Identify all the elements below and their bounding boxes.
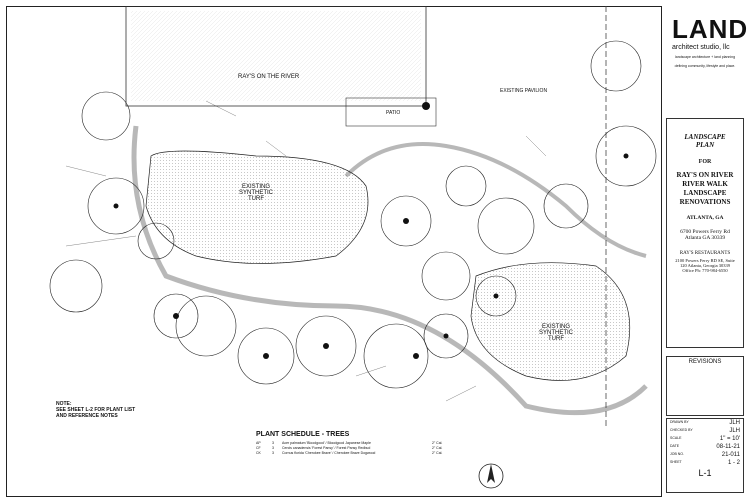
for-label: FOR bbox=[698, 159, 712, 165]
plant-schedule: PLANT SCHEDULE - TREES AP 3 Acer palmatu… bbox=[256, 431, 486, 456]
landscape-plan: RAY'S ON THE RIVER PATIO EXISTING PAVILI… bbox=[6, 6, 659, 497]
project-address-1: 6700 Powers Ferry Rd bbox=[680, 229, 730, 235]
plan-drawing bbox=[49, 6, 657, 426]
schedule-title: PLANT SCHEDULE - TREES bbox=[256, 431, 350, 438]
building-label: RAY'S ON THE RIVER bbox=[238, 74, 300, 80]
project-name: RAY'S ON RIVER RIVER WALK LANDSCAPE RENO… bbox=[676, 171, 734, 206]
job-row: JOB NO.21-011 bbox=[670, 452, 740, 458]
schedule-row: AP 3 Acer palmatum 'Bloodgood' / Bloodgo… bbox=[256, 441, 443, 445]
turf-label-2: EXISTING SYNTHETIC TURF bbox=[538, 324, 573, 342]
sheet-title: LANDSCAPE PLAN bbox=[684, 133, 726, 149]
schedule-row: CK 3 Cornus florida 'Cherokee Brave' / C… bbox=[256, 451, 443, 455]
project-address-2: Atlanta GA 30339 bbox=[684, 235, 726, 241]
client-name: RAY'S RESTAURANTS bbox=[679, 251, 731, 256]
pavilion-label: EXISTING PAVILION bbox=[500, 88, 548, 94]
patio-label: PATIO bbox=[386, 110, 401, 116]
title-box: LANDSCAPE PLAN FOR RAY'S ON RIVER RIVER … bbox=[666, 118, 744, 348]
firm-logo: LAND bbox=[672, 14, 749, 44]
title-block: LAND architect studio, llc landscape arc… bbox=[661, 6, 748, 497]
firm-tagline-2: defining community, lifestyle and place. bbox=[674, 64, 736, 68]
firm-name: architect studio, llc bbox=[672, 44, 730, 51]
client-address: 2100 Powers Ferry RD SE, Suite 120 Atlan… bbox=[675, 258, 735, 273]
revisions-title: REVISIONS bbox=[688, 359, 722, 365]
firm-tagline: landscape architecture + land planning bbox=[674, 55, 736, 59]
schedule-row: CF 3 Cercis canadensis 'Forest Pansy' / … bbox=[256, 446, 443, 450]
turf-label-1: EXISTING SYNTHETIC TURF bbox=[238, 184, 273, 202]
sheet-number: L-1 bbox=[698, 468, 712, 478]
project-city: ATLANTA, GA bbox=[686, 215, 724, 221]
plan-note: NOTE: SEE SHEET L-2 FOR PLANT LIST AND R… bbox=[56, 401, 136, 419]
revisions-box: REVISIONS bbox=[666, 356, 744, 416]
north-arrow-icon bbox=[478, 463, 504, 489]
